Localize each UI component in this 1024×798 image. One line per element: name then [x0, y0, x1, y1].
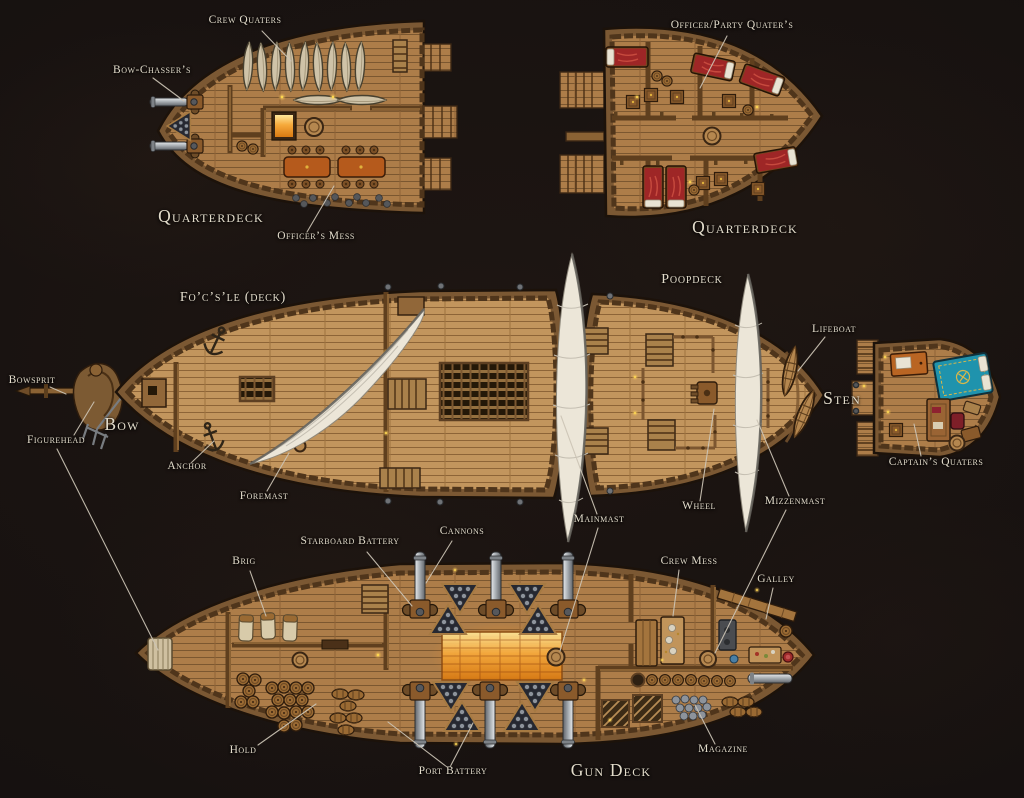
label-crew-mess: Crew Mess [660, 555, 718, 567]
trident-icon [81, 397, 122, 450]
cannonball-pile-icon [671, 694, 712, 721]
label-crew-quarters: Crew Quaters [208, 14, 282, 26]
label-bow-chassers: Bow-Chasser’s [113, 64, 191, 76]
ladder-icon [392, 39, 408, 73]
label-focsle: Fo’c’s’le (deck) [179, 290, 287, 305]
mainsail-icon [552, 252, 591, 543]
label-anchor: Anchor [167, 460, 207, 472]
label-stern: Sten [823, 388, 861, 408]
mizzenmast-through-gundeck-icon [699, 650, 717, 668]
label-bow: Bow [104, 414, 140, 434]
captain-bed-icon [932, 352, 994, 402]
label-wheel: Wheel [682, 500, 716, 512]
foremast-through-deck-icon [304, 117, 324, 137]
poopdeck-railings [641, 333, 800, 451]
label-poopdeck: Poopdeck [661, 272, 723, 287]
label-gun-deck: Gun Deck [570, 760, 652, 780]
stairs-icon [559, 71, 605, 194]
stairs-icon [379, 467, 421, 489]
label-mizzenmast: Mizzenmast [764, 495, 826, 507]
stored-cannon-icon [747, 672, 793, 685]
bureau-icon [889, 351, 929, 377]
ship-captains-quarters [851, 337, 1002, 459]
label-foremast: Foremast [239, 490, 289, 502]
foremast-through-gundeck-icon [291, 651, 309, 669]
label-galley: Galley [757, 573, 795, 585]
figurehead-icon [72, 362, 124, 450]
stairs-icon [387, 378, 427, 410]
mainmast-through-gundeck-icon [546, 647, 566, 667]
corridor-posts [614, 112, 774, 165]
ladder-icon [583, 327, 609, 355]
ladder-icon [583, 427, 609, 455]
ship-main-deck [14, 252, 826, 543]
label-figurehead: Figurehead [26, 434, 86, 446]
stove-icon [718, 619, 737, 651]
label-quarterdeck-aft: Quarterdeck [692, 217, 798, 237]
callout-lines [49, 30, 922, 768]
label-bowsprit: Bowsprit [8, 374, 56, 386]
label-captains-quarters: Captain’s Quaters [888, 456, 984, 468]
captain-desk-icon [926, 398, 965, 442]
magazine-stores-icon [601, 672, 793, 728]
ships-wheel-icon [690, 381, 718, 405]
companion-hatch-icon [397, 296, 425, 316]
label-quarterdeck-fore: Quarterdeck [158, 206, 264, 226]
label-magazine: Magazine [698, 743, 748, 755]
label-brig: Brig [232, 555, 256, 567]
label-port-battery: Port Battery [418, 765, 488, 777]
mess-tables-icon [283, 145, 386, 189]
grating-icon [238, 375, 276, 403]
label-officers-mess: Officer’s Mess [277, 230, 355, 242]
brig-door-icon [321, 639, 349, 650]
brig-bedrolls-icon [237, 612, 299, 642]
label-mainmast: Mainmast [573, 513, 625, 525]
bow-bench-icon [147, 637, 173, 671]
ship-quarterdeck-fore [149, 19, 458, 215]
label-cannons: Cannons [439, 525, 485, 537]
ship-quarterdeck-aft [559, 26, 824, 219]
mizzensail-icon [732, 273, 764, 533]
bollards [384, 282, 614, 506]
mizzenmast-through-deck-icon [702, 126, 722, 146]
label-starboard-battery: Starboard Battery [300, 535, 400, 547]
label-hold: Hold [229, 744, 257, 756]
label-officer-party-quarters: Officer/Party Quater’s [670, 19, 794, 31]
red-chair-icon [950, 412, 965, 430]
gangway-icon [423, 43, 458, 191]
label-lifeboat: Lifeboat [812, 323, 856, 335]
foresail-icon [249, 307, 425, 466]
main-grating-icon [438, 361, 530, 422]
round-table-icon [948, 434, 966, 452]
stove-icon [267, 109, 301, 143]
crew-mess-tables-icon [635, 616, 685, 667]
ship-gun-deck [134, 551, 816, 749]
